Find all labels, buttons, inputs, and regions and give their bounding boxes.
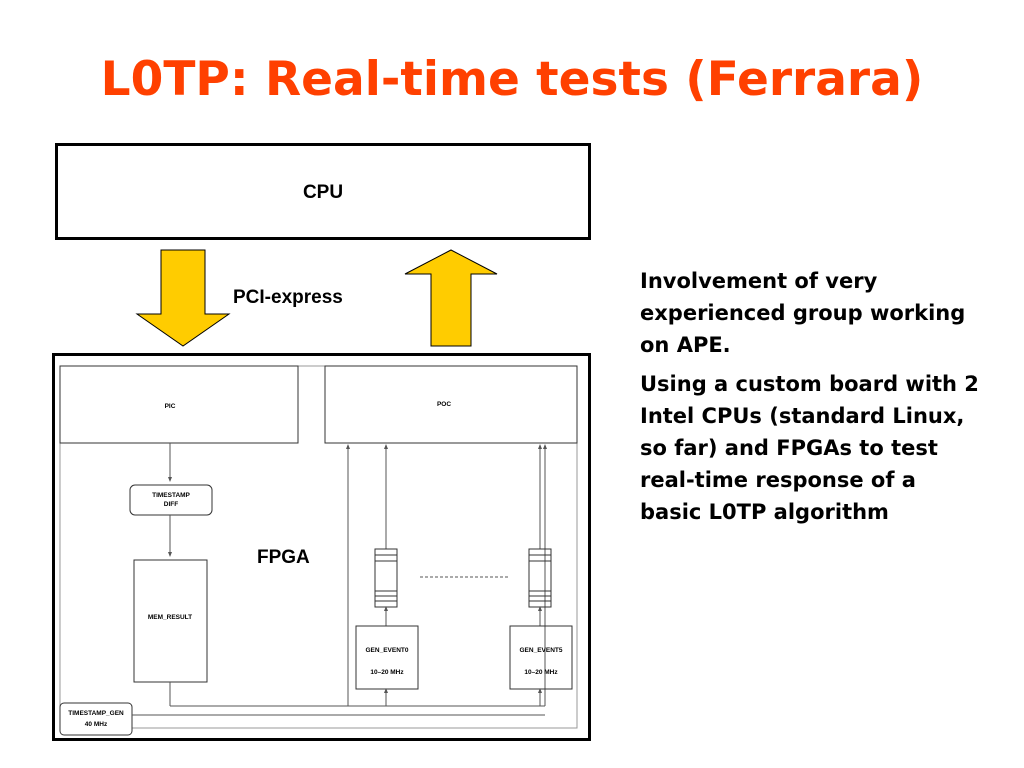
mem-result-block [133, 559, 208, 683]
pci-express-label: PCI-express [233, 287, 343, 308]
timestamp-gen-freq: 40 MHz [85, 721, 108, 728]
poc-label: POC [437, 401, 451, 408]
bullet-item: Involvement of very experienced group wo… [640, 269, 966, 357]
bullet-list: Involvement of very experienced group wo… [640, 265, 980, 535]
timestamp-diff-block [129, 484, 213, 516]
up-arrow-icon [404, 249, 498, 347]
gen-event0-label: GEN_EVENT0 [366, 647, 409, 654]
cpu-label: CPU [302, 182, 344, 203]
timestamp-diff-label-1: TIMESTAMP [152, 492, 190, 499]
gen-event0-freq: 10–20 MHz [370, 669, 404, 676]
fpga-internal-diagram: PIC POC TIMESTAMP DIFF MEM_RESULT GEN_EV… [59, 365, 578, 736]
fpga-block [52, 353, 591, 741]
slide-title: L0TP: Real-time tests (Ferrara) [100, 52, 924, 107]
poc-block [324, 365, 578, 444]
gen-event5-freq: 10–20 MHz [524, 669, 558, 676]
gen-event0-block [355, 625, 419, 690]
fpga-label: FPGA [257, 547, 310, 568]
gen-event5-block [509, 625, 573, 690]
bullet-item: Using a custom board with 2 Intel CPUs (… [640, 372, 979, 524]
timestamp-diff-label-2: DIFF [164, 501, 178, 508]
fifo-0 [374, 548, 398, 608]
mem-result-label: MEM_RESULT [148, 614, 192, 621]
timestamp-gen-label: TIMESTAMP_GEN [68, 710, 124, 717]
pic-block [59, 365, 299, 444]
down-arrow-icon [135, 249, 231, 347]
timestamp-gen-block [59, 702, 133, 736]
fifo-5 [528, 548, 552, 608]
gen-event5-label: GEN_EVENT5 [520, 647, 563, 654]
cpu-block: CPU [55, 143, 591, 240]
pic-label: PIC [165, 403, 176, 410]
